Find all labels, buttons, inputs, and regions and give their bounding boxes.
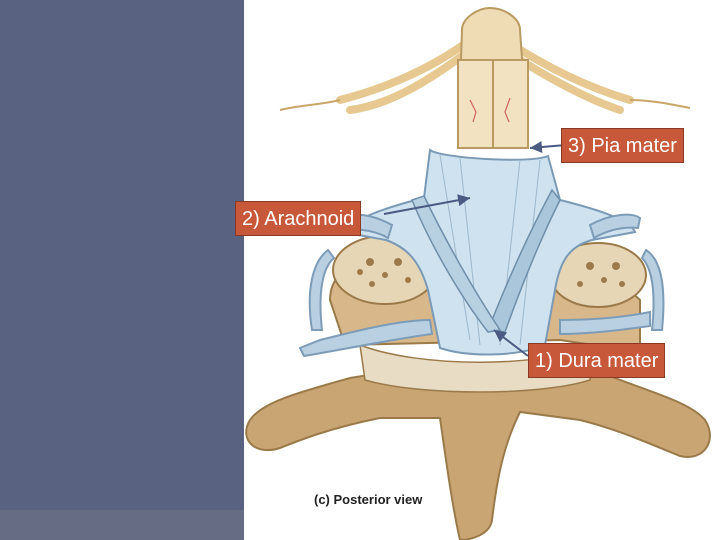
slide-sidebar-panel	[0, 0, 244, 540]
dura-mater-label: 1) Dura mater	[528, 343, 666, 378]
spinal-meninges-illustration	[245, 6, 711, 540]
figure-caption: (c) Posterior view	[314, 492, 423, 507]
spinal-cord	[456, 6, 530, 150]
arachnoid-label: 2) Arachnoid	[235, 201, 362, 236]
pia-mater-label: 3) Pia mater	[561, 128, 684, 163]
slide-sidebar-footer-band	[0, 510, 244, 540]
